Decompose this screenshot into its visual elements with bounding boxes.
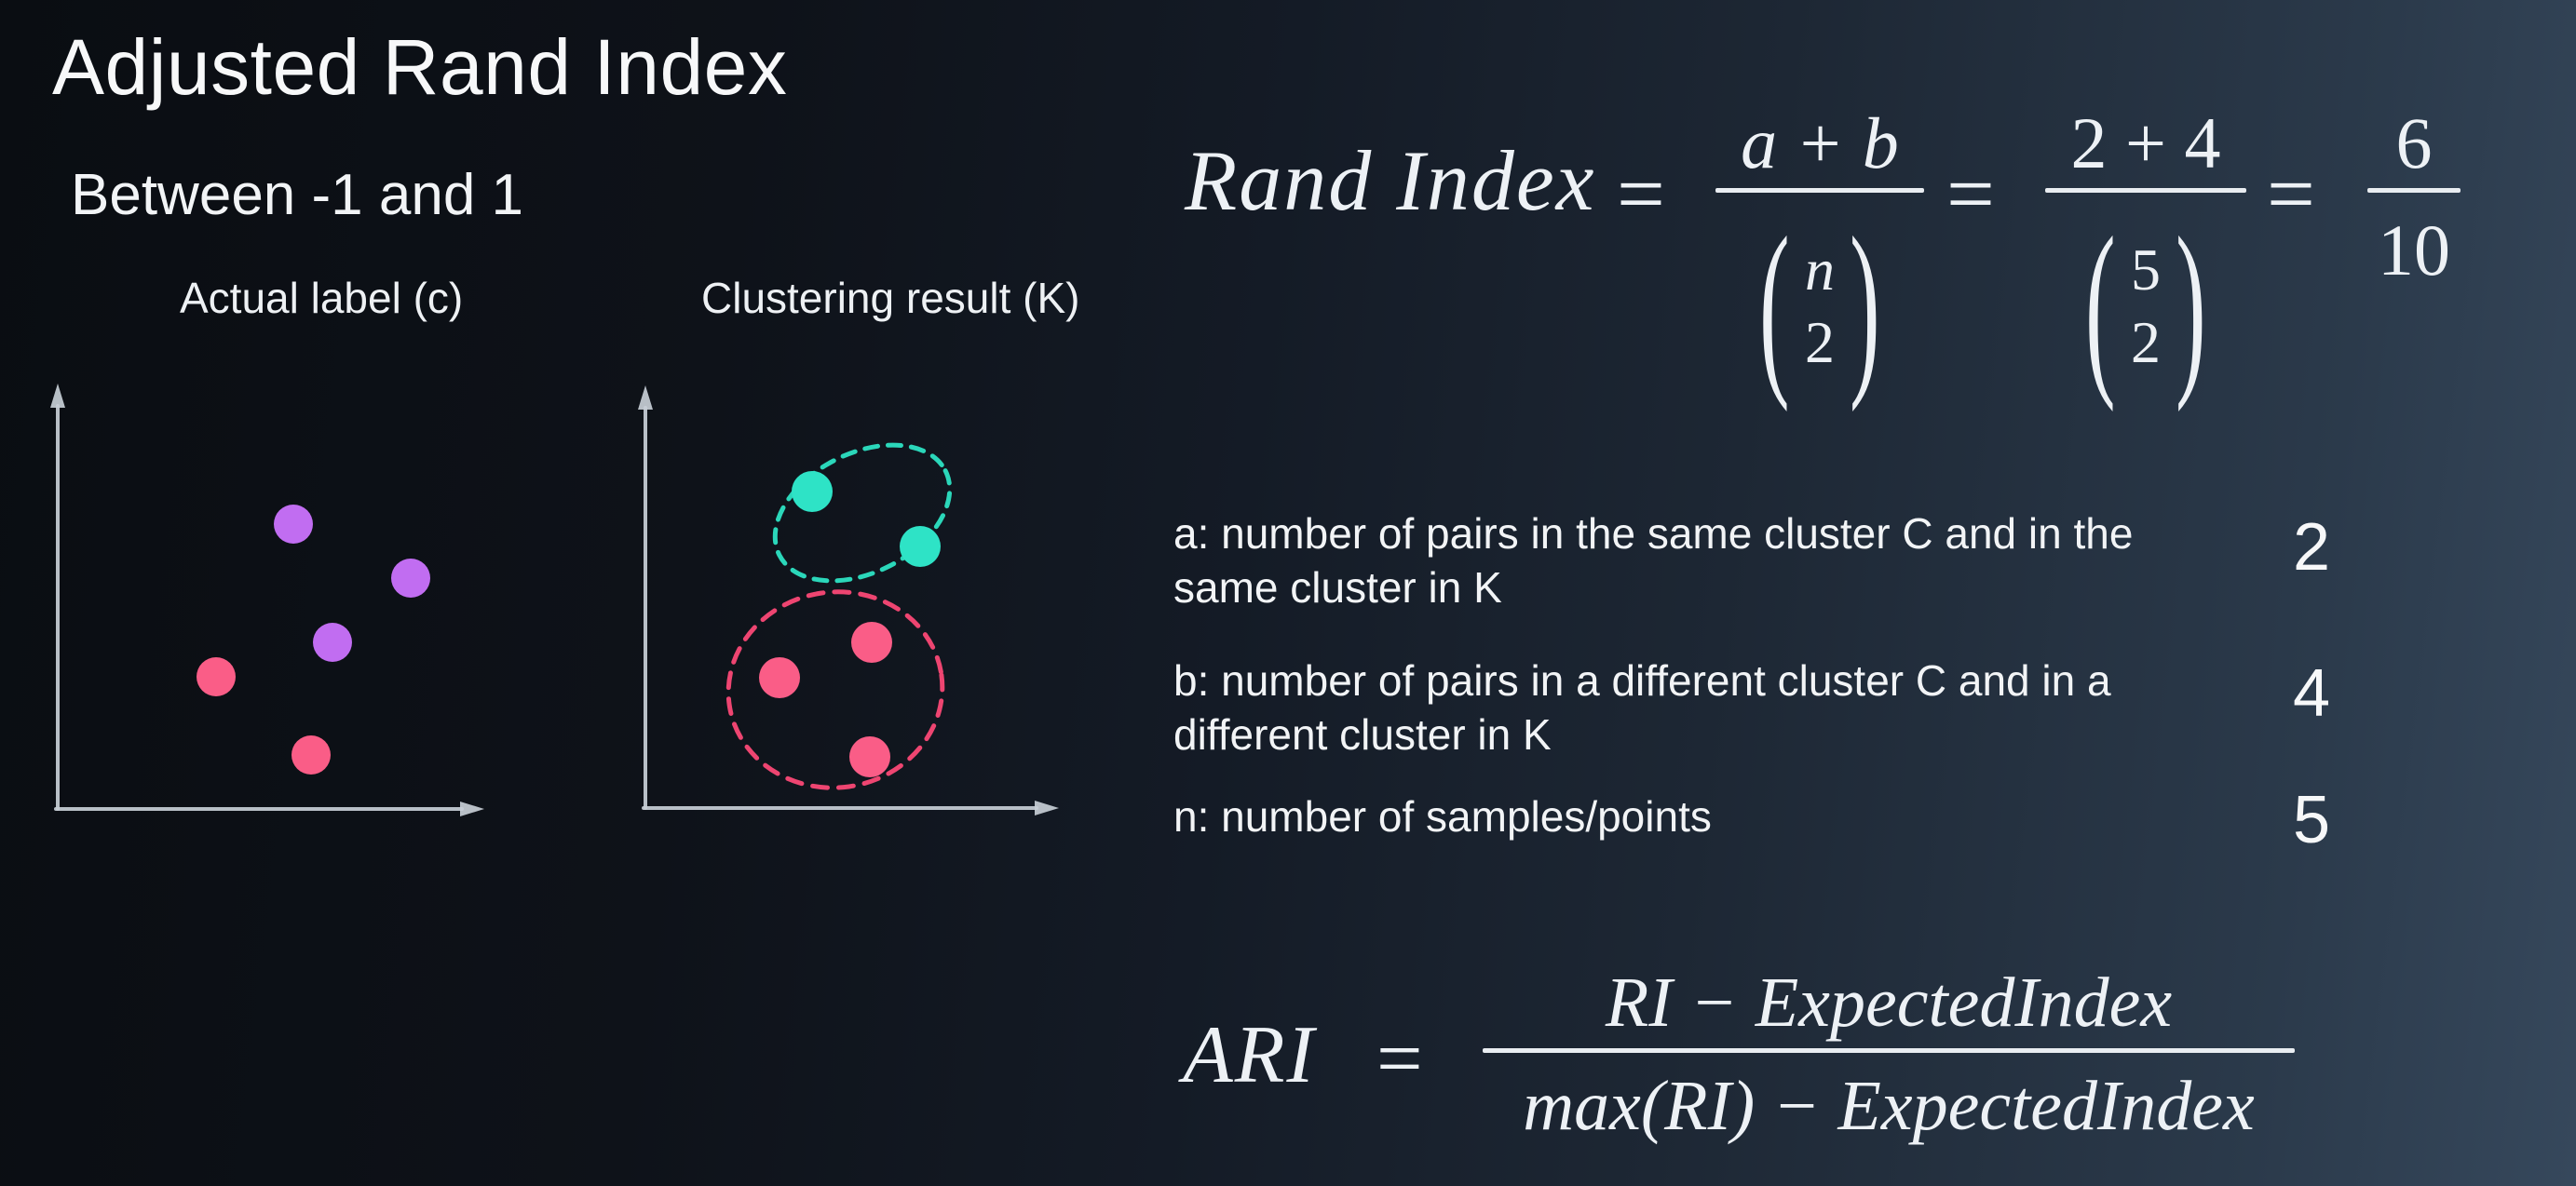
data-point-purple (391, 559, 430, 598)
binomial-top: 5 (2131, 236, 2161, 303)
data-point-pink (291, 735, 331, 775)
definition-n-value: 5 (2292, 783, 2331, 857)
definition-n: n: number of samples/points (1173, 792, 1712, 841)
numerator-6: 6 (2395, 102, 2433, 183)
scatter-points-group (197, 505, 430, 775)
chart-label-clustering: Clustering result (K) (701, 274, 1080, 322)
y-axis-arrow-icon (50, 384, 65, 408)
ari-denominator: max(RI) − ExpectedIndex (1523, 1067, 2255, 1145)
data-point-pink (197, 657, 236, 696)
equals-sign: = (1617, 146, 1665, 241)
equals-sign: = (2267, 146, 2315, 241)
x-axis-arrow-icon (460, 802, 484, 816)
page-title: Adjusted Rand Index (52, 23, 788, 111)
fraction-bar (2367, 188, 2461, 193)
data-point-teal (792, 471, 833, 512)
definition-b-value: 4 (2292, 656, 2331, 731)
chart-label-actual: Actual label (c) (180, 274, 464, 322)
ari-lhs: ARI (1183, 1010, 1316, 1100)
rand-index-lhs: Rand Index (1185, 133, 1596, 228)
y-axis-arrow-icon (638, 385, 653, 410)
binomial-n-choose-2: ( n 2 ) (1750, 208, 1889, 405)
equals-sign: = (1946, 146, 1995, 241)
scatter-points-group (725, 442, 953, 790)
left-paren: ( (2085, 197, 2117, 413)
ari-fraction: RI − ExpectedIndex max(RI) − ExpectedInd… (1483, 957, 2295, 1152)
definition-b: b: number of pairs in a different cluste… (1173, 656, 2111, 759)
equals-sign: = (1376, 1014, 1423, 1104)
fraction-result: 6 10 (2367, 99, 2461, 295)
data-point-purple (313, 623, 352, 662)
data-point-pink (759, 657, 800, 698)
data-point-teal (900, 526, 941, 567)
fraction-bar (1715, 188, 1924, 193)
left-paren: ( (1759, 197, 1791, 413)
binomial-5-choose-2: ( 5 2 ) (2076, 208, 2215, 405)
cluster-outline-pink (725, 589, 945, 790)
binomial-top: n (1805, 236, 1835, 303)
page-subtitle: Between -1 and 1 (71, 163, 524, 227)
scatter-plot-actual-label (50, 384, 484, 816)
numerator-a-plus-b: a + b (1741, 102, 1899, 183)
fraction-bar (1483, 1048, 2295, 1053)
definition-a-value: 2 (2292, 510, 2331, 585)
x-axis-arrow-icon (1035, 801, 1059, 815)
cluster-outline-teal (772, 442, 953, 584)
data-point-purple (274, 505, 313, 544)
data-point-pink (849, 736, 890, 777)
fraction-bar (2045, 188, 2246, 193)
numerator-2-plus-4: 2 + 4 (2070, 102, 2221, 183)
fraction-numeric: 2 + 4 ( 5 2 ) (2045, 99, 2246, 405)
right-paren: ) (2175, 197, 2206, 413)
scatter-plot-clustering-result (638, 385, 1059, 815)
data-point-pink (851, 622, 892, 663)
binomial-bottom: 2 (2131, 309, 2161, 375)
fraction-symbolic: a + b ( n 2 ) (1715, 99, 1924, 405)
binomial-bottom: 2 (1805, 309, 1835, 375)
definition-a: a: number of pairs in the same cluster C… (1173, 509, 2134, 612)
denominator-10: 10 (2378, 209, 2450, 290)
right-paren: ) (1849, 197, 1880, 413)
ari-numerator: RI − ExpectedIndex (1605, 964, 2173, 1042)
